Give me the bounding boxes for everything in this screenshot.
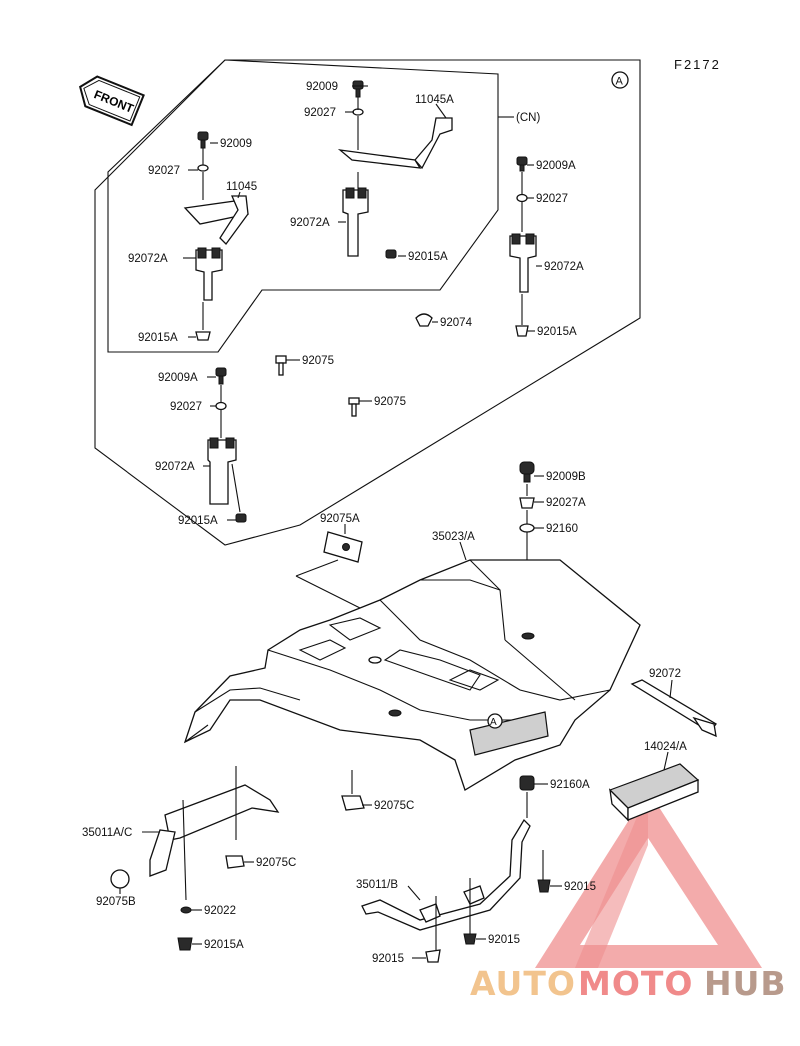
part-label: 92075 <box>374 396 406 408</box>
part-label: 92009B <box>546 471 586 483</box>
figure-code: F2172 <box>674 57 721 72</box>
fender-marker: A <box>490 717 497 728</box>
rear-fender: A <box>183 559 641 791</box>
part-label: 92072A <box>155 461 195 473</box>
part-label: 92075A <box>320 513 360 525</box>
bracket-35011-B <box>361 818 551 963</box>
svg-text:A: A <box>616 76 624 88</box>
part-label: 92027 <box>536 193 568 205</box>
part-label: 92015A <box>408 251 448 263</box>
part-label: 11045 <box>226 181 257 193</box>
region-note: (CN) <box>516 112 540 124</box>
part-label: 92022 <box>204 905 236 917</box>
part-label: 92072A <box>290 217 330 229</box>
part-labels: 92009 92027 11045A 92009 92027 11045 920… <box>82 81 687 965</box>
part-label: 92075 <box>302 355 334 367</box>
part-label: 11045A <box>415 94 454 106</box>
part-label: 92072A <box>544 261 584 273</box>
part-label: 14024/A <box>644 741 687 753</box>
watermark-text: AUTO MOTO HUB <box>470 964 787 1003</box>
part-label: 92072 <box>649 668 681 680</box>
bracket-assembly-lower <box>207 367 247 523</box>
part-label: 92074 <box>440 317 473 329</box>
part-label: 92072A <box>128 253 168 265</box>
part-label: 92015A <box>178 515 218 527</box>
part-label: 92015A <box>138 332 178 344</box>
part-label: 92075C <box>374 800 414 812</box>
strap-92072 <box>630 679 717 738</box>
part-label: 92160 <box>546 523 578 535</box>
part-label: 92027 <box>304 107 336 119</box>
pad-14024A <box>608 751 700 822</box>
part-label: 92009A <box>158 372 198 384</box>
part-label: 92015 <box>372 953 404 965</box>
part-label: 35011A/C <box>82 827 132 839</box>
part-label: 92027A <box>546 497 586 509</box>
bracket-assembly-left <box>183 131 249 341</box>
bracket-assembly-middle <box>337 80 453 259</box>
part-label: 92160A <box>550 779 590 791</box>
part-label: 92075C <box>256 857 296 869</box>
part-label: 92027 <box>170 401 202 413</box>
part-label: 92009 <box>220 138 252 150</box>
part-label: 92027 <box>148 165 180 177</box>
watermark-logo <box>535 790 762 968</box>
part-label: 92075B <box>96 896 136 908</box>
watermark-hub: HUB <box>704 964 787 1003</box>
grommet-92160A <box>519 775 535 818</box>
bolt-stack-right <box>519 461 535 636</box>
part-label: 92009 <box>306 81 338 93</box>
watermark-moto: MOTO <box>578 964 693 1003</box>
region-marker: A <box>611 71 629 89</box>
bolt-92075-a <box>275 355 287 376</box>
bracket-assembly-right <box>509 156 537 337</box>
clip-92075A <box>295 531 363 609</box>
cap-92074 <box>415 313 433 327</box>
part-label: 35023/A <box>432 531 475 543</box>
part-label: 92015A <box>204 939 244 951</box>
part-label: 92015A <box>537 326 577 338</box>
part-label: 92009A <box>536 160 576 172</box>
leader-lines <box>119 85 562 959</box>
cn-boundary <box>107 59 499 353</box>
watermark-auto: AUTO <box>470 964 576 1003</box>
region-boundary <box>94 59 641 546</box>
clip-92075C-upper <box>341 770 365 811</box>
part-label: 92015 <box>488 934 520 946</box>
part-label: 35011/B <box>356 879 398 891</box>
bracket-35011A-C <box>110 766 280 951</box>
part-label: 92015 <box>564 881 596 893</box>
front-arrow-icon: FRONT <box>79 75 145 127</box>
bolt-92075-b <box>348 397 360 417</box>
